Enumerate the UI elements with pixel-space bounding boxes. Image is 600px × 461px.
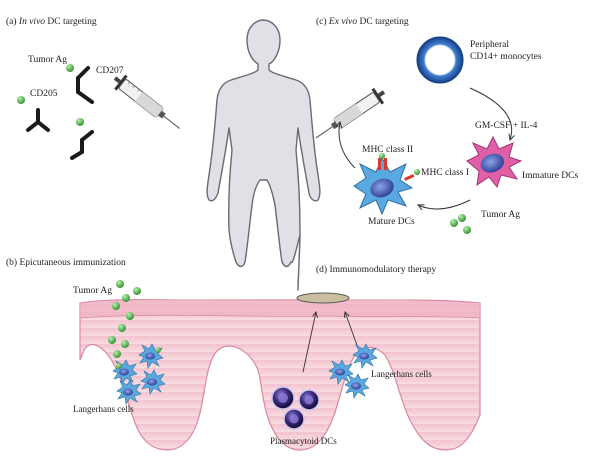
- human-body-icon: [206, 19, 321, 291]
- label-mhc-class-ii: MHC class II: [362, 145, 413, 155]
- label-plasmacytoid-dcs: Plasmacytoid DCs: [270, 436, 337, 446]
- arrow-up: [345, 312, 359, 349]
- antigen-dot: [458, 214, 466, 222]
- label-cd14-monocytes: CD14+ monocytes: [470, 52, 542, 62]
- patch-icon: [296, 292, 350, 304]
- antigen-dot: [414, 169, 420, 175]
- antigen-dot: [112, 302, 120, 310]
- label-langerhans-right: Langerhans cells: [371, 369, 432, 379]
- antigen-dot: [76, 118, 84, 126]
- panel-b-title: (b) Epicutaneous immunization: [6, 257, 126, 268]
- label-mature-dcs: Mature DCs: [368, 217, 415, 227]
- mhc-class-ii-icon: [384, 158, 387, 170]
- arrow-up: [302, 312, 316, 373]
- label-langerhans-left: Langerhans cells: [73, 404, 134, 414]
- antigen-dot: [66, 64, 74, 72]
- label-tumor-ag-c: Tumor Ag: [481, 210, 520, 220]
- label-cd205: CD205: [30, 89, 58, 99]
- panel-d-title: (d) Immunomodulatory therapy: [316, 264, 437, 275]
- label-mhc-class-i: MHC class I: [421, 168, 469, 178]
- antibody-cd205: [26, 108, 50, 132]
- arrow-differentiation: [469, 87, 512, 140]
- panel-a-title: (a) In vivo DC targeting: [6, 16, 97, 27]
- antigen-dot: [113, 350, 121, 358]
- langerhans-cell: [140, 369, 166, 395]
- mhc-class-ii-icon: [378, 158, 381, 170]
- label-tumor-ag-b: Tumor Ag: [73, 286, 112, 296]
- panel-c-title: (c) Ex vivo DC targeting: [316, 16, 409, 27]
- plasmacytoid-dc-cell: [271, 386, 295, 410]
- arrow-reinjection: [339, 122, 356, 169]
- mature-dc-cell: [353, 156, 414, 216]
- antigen-dot: [463, 226, 471, 234]
- antigen-dot: [122, 294, 130, 302]
- langerhans-cell: [328, 359, 354, 385]
- antigen-dot: [121, 340, 129, 348]
- label-tumor-ag-a: Tumor Ag: [28, 55, 67, 65]
- arrow-maturation: [418, 199, 471, 209]
- antigen-dot: [116, 363, 122, 369]
- antigen-dot: [116, 280, 124, 288]
- label-immature-dcs: Immature DCs: [522, 171, 579, 181]
- syringe-icon: [315, 87, 386, 139]
- immature-dc-cell: [466, 135, 523, 189]
- antigen-dot: [133, 287, 141, 295]
- syringe-icon: [113, 74, 180, 129]
- mhc-class-i-icon: [404, 173, 415, 181]
- skin-section: [79, 299, 481, 451]
- antigen-dot: [450, 219, 458, 227]
- antibody-small: [70, 130, 94, 160]
- monocyte-cell: [416, 36, 464, 84]
- langerhans-cell: [344, 373, 370, 399]
- plasmacytoid-dc-cell: [298, 389, 320, 411]
- antigen-dot: [126, 312, 134, 320]
- langerhans-cell: [352, 343, 378, 369]
- langerhans-cell: [116, 379, 142, 405]
- plasmacytoid-dc-cell: [283, 408, 305, 430]
- antigen-dot: [379, 153, 385, 159]
- label-cd207: CD207: [96, 66, 124, 76]
- antibody-cd207: [76, 66, 94, 104]
- antigen-dot: [118, 324, 126, 332]
- label-peripheral: Peripheral: [470, 40, 509, 50]
- antigen-dot: [155, 347, 161, 353]
- antigen-dot: [108, 336, 116, 344]
- label-cytokines: GM-CSF + IL-4: [475, 121, 538, 131]
- antigen-dot: [17, 96, 25, 104]
